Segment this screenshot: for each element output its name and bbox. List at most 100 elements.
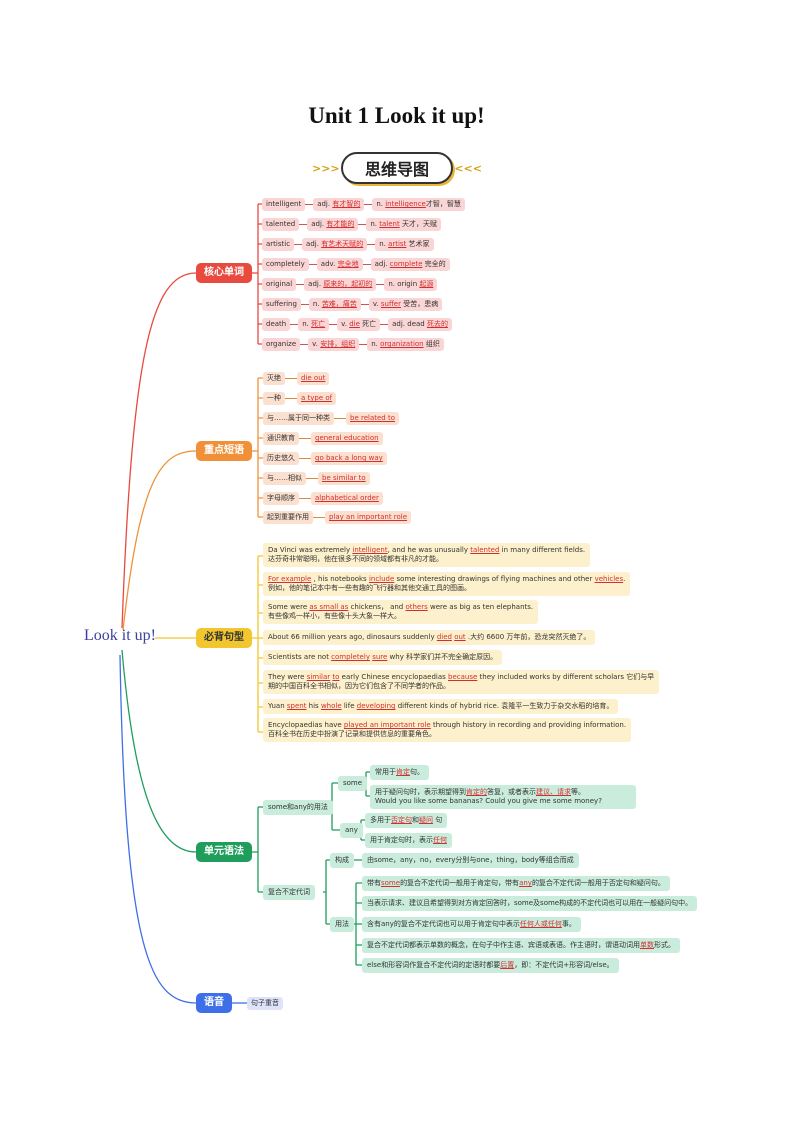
highlighted-answer: include (368, 575, 395, 583)
text-segment: life (341, 702, 357, 710)
grammar-item: 由some，any，no，every分别与one，thing，body等组合而成 (362, 853, 579, 868)
text-line: 常用于肯定句。 (375, 768, 424, 777)
vocab-derivative: v. 安排，组织 (308, 338, 360, 351)
text-segment: Encyclopaedias have (268, 721, 344, 729)
text-segment: 含有any的复合不定代词也可以用于肯定句中表示 (367, 920, 520, 928)
connector (358, 224, 367, 225)
highlighted-answer: 否定句 (391, 816, 412, 824)
highlighted-answer: artist (388, 240, 407, 248)
text-segment: his (306, 702, 321, 710)
connector (285, 378, 297, 379)
text-segment: 答复，或者表示 (487, 788, 536, 796)
connector (299, 224, 308, 225)
text-line: For example , his notebooks include some… (268, 575, 625, 584)
branch-phonetics: 语音 (196, 993, 232, 1013)
highlighted-answer: complete (389, 260, 423, 268)
connector (290, 324, 299, 325)
text-line: Some were as small as chickens， and othe… (268, 603, 533, 612)
page-title: Unit 1 Look it up! (308, 103, 485, 128)
vocab-word: death (262, 318, 291, 331)
sentence-item: Da Vinci was extremely intelligent, and … (263, 543, 591, 567)
vocab-derivative: n. artist 艺术家 (375, 238, 434, 251)
connector (306, 478, 318, 479)
sentence-item: Encyclopaedias have played an important … (263, 718, 632, 742)
text-line: 用于肯定句时，表示任何 (370, 836, 447, 845)
text-line: 百科全书在历史中扮演了记录和提供信息的重要角色。 (268, 730, 626, 739)
highlighted-answer: 任何人或任何 (519, 920, 562, 928)
formation-node: 构成 (330, 853, 354, 868)
text-segment: 复合不定代词都表示单数的概念，在句子中作主语、宾语或表语。作主语时，谓语动词用 (367, 941, 640, 949)
text-line: Scientists are not completely sure why 科… (268, 653, 497, 662)
highlighted-answer: 安排，组织 (320, 340, 356, 348)
text-segment: v. (312, 340, 321, 348)
text-segment: 用于疑问句时，表示期望得到 (375, 788, 466, 796)
highlighted-answer: others (405, 603, 428, 611)
branch-vocab: 核心单词 (196, 263, 252, 283)
connector (296, 284, 305, 285)
text-segment: early Chinese encyclopaedias (339, 673, 449, 681)
vocab-derivative: adj. 有才能的 (307, 218, 359, 231)
text-segment: 的复合不定代词一般用于否定句和疑问句。 (531, 879, 665, 887)
mindmap-root: Look it up! (84, 627, 156, 644)
vocab-word: suffering (262, 298, 301, 311)
text-segment: 形式。 (654, 941, 675, 949)
text-segment: suffering (266, 300, 297, 308)
vocab-derivative: adv. 完全地 (316, 258, 363, 271)
text-segment: .大约 6600 万年前，恐龙突然灭绝了。 (465, 633, 591, 641)
text-segment: 由some，any，no，every分别与one，thing，body等组合而成 (367, 856, 574, 864)
some-node: some (338, 776, 368, 791)
phrase-cn: 字母顺序 (263, 492, 299, 505)
highlighted-answer: similar (306, 673, 331, 681)
sentence-item: Yuan spent his whole life developing dif… (263, 699, 619, 714)
text-segment: why 科学家们并不完全确定原因。 (387, 653, 498, 661)
phrase-cn: 一种 (263, 392, 285, 405)
text-segment: 有些像鸡一样小，有些像十头大象一样大。 (268, 612, 401, 620)
highlighted-answer: 后置 (500, 961, 515, 969)
highlighted-answer: 有才能的 (326, 220, 355, 228)
highlighted-answer: to (332, 673, 340, 681)
text-segment: 常用于 (375, 768, 396, 776)
highlighted-answer: organization (380, 340, 424, 348)
phrase-en: a type of (297, 392, 337, 405)
highlighted-answer: 原来的，起初的 (323, 280, 373, 288)
text-segment: ，即：不定代词+形容词/else。 (514, 961, 614, 969)
vocab-derivative: adj. 有才智的 (313, 198, 365, 211)
vocab-derivative: n. intelligence才智，智慧 (372, 198, 465, 211)
phrase-cn: 与……相似 (263, 472, 306, 485)
text-segment: 受苦，患病 (400, 300, 439, 308)
text-line: else和形容词作复合不定代词的定语时都要后置，即：不定代词+形容词/else。 (367, 961, 614, 970)
highlighted-answer: vehicles (594, 575, 624, 583)
highlighted-answer: completely (331, 653, 370, 661)
grammar-item: 含有any的复合不定代词也可以用于肯定句中表示任何人或任何事。 (362, 917, 581, 932)
phrase-cn: 起到重要作用 (263, 511, 313, 524)
text-line: 由some，any，no，every分别与one，thing，body等组合而成 (367, 856, 574, 865)
highlighted-answer: talented (470, 546, 500, 554)
phrase-cn: 与……属于同一种类 (263, 412, 334, 425)
grammar-item: 带有some的复合不定代词一般用于肯定句，带有any的复合不定代词一般用于否定句… (362, 876, 670, 891)
sentence-item: They were similar to early Chinese encyc… (263, 670, 660, 694)
branch-sentences: 必背句型 (196, 628, 252, 648)
highlighted-answer: 有艺术天赋的 (321, 240, 364, 248)
highlighted-answer: as small as (309, 603, 349, 611)
text-segment: 事。 (561, 920, 576, 928)
phrase-cn: 历史悠久 (263, 452, 299, 465)
highlighted-answer: suffer (380, 300, 401, 308)
text-segment: were as big as ten elephants. (427, 603, 534, 611)
highlighted-answer: 起源 (419, 280, 434, 288)
connector (305, 204, 314, 205)
text-line: About 66 million years ago, dinosaurs su… (268, 633, 590, 642)
phrase-en: be related to (346, 412, 399, 425)
phrase-en: alphabetical order (311, 492, 383, 505)
text-line: Would you like some bananas? Could you g… (375, 797, 631, 806)
highlighted-answer: some (381, 879, 401, 887)
connector (362, 264, 371, 265)
phrase-en: go back a long way (311, 452, 387, 465)
grammar-item: else和形容词作复合不定代词的定语时都要后置，即：不定代词+形容词/else。 (362, 958, 619, 973)
text-segment: 和 (412, 816, 419, 824)
text-segment: 等。 (571, 788, 585, 796)
text-segment: 例如，他的笔记本中有一些有趣的飞行器和其他交通工具的图画。 (268, 584, 471, 592)
phrase-en: be similar to (318, 472, 370, 485)
vocab-derivative: adj. 有艺术天赋的 (302, 238, 368, 251)
